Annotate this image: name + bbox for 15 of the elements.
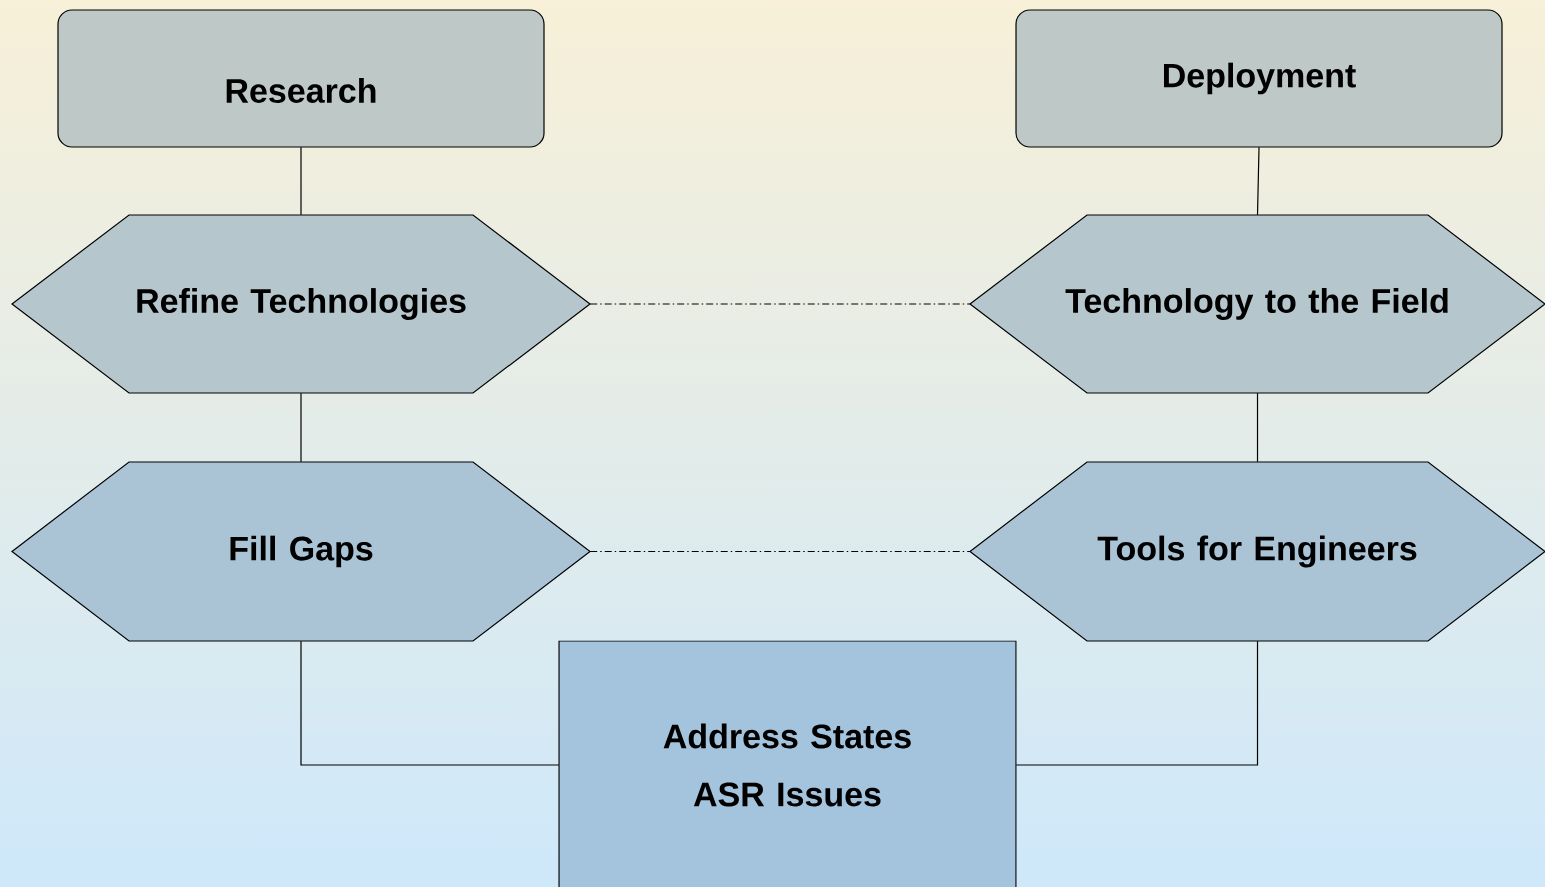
connector bbox=[300, 392, 302, 463]
connector bbox=[1256, 392, 1259, 463]
hexagon: Fill Gaps bbox=[11, 461, 591, 642]
hexagon: Tools for Engineers bbox=[969, 461, 1545, 642]
connector bbox=[300, 146, 302, 216]
connector bbox=[589, 303, 971, 305]
connector bbox=[589, 551, 971, 552]
connector bbox=[300, 640, 560, 766]
hexagon: Technology to the Field bbox=[969, 214, 1545, 394]
rounded-box: Research bbox=[57, 9, 545, 148]
rounded-box: Deployment bbox=[1015, 9, 1503, 148]
connector bbox=[1256, 146, 1260, 216]
process-box: Address States ASR Issues bbox=[558, 640, 1017, 887]
connector bbox=[1015, 640, 1259, 766]
hexagon: Refine Technologies bbox=[11, 214, 591, 394]
